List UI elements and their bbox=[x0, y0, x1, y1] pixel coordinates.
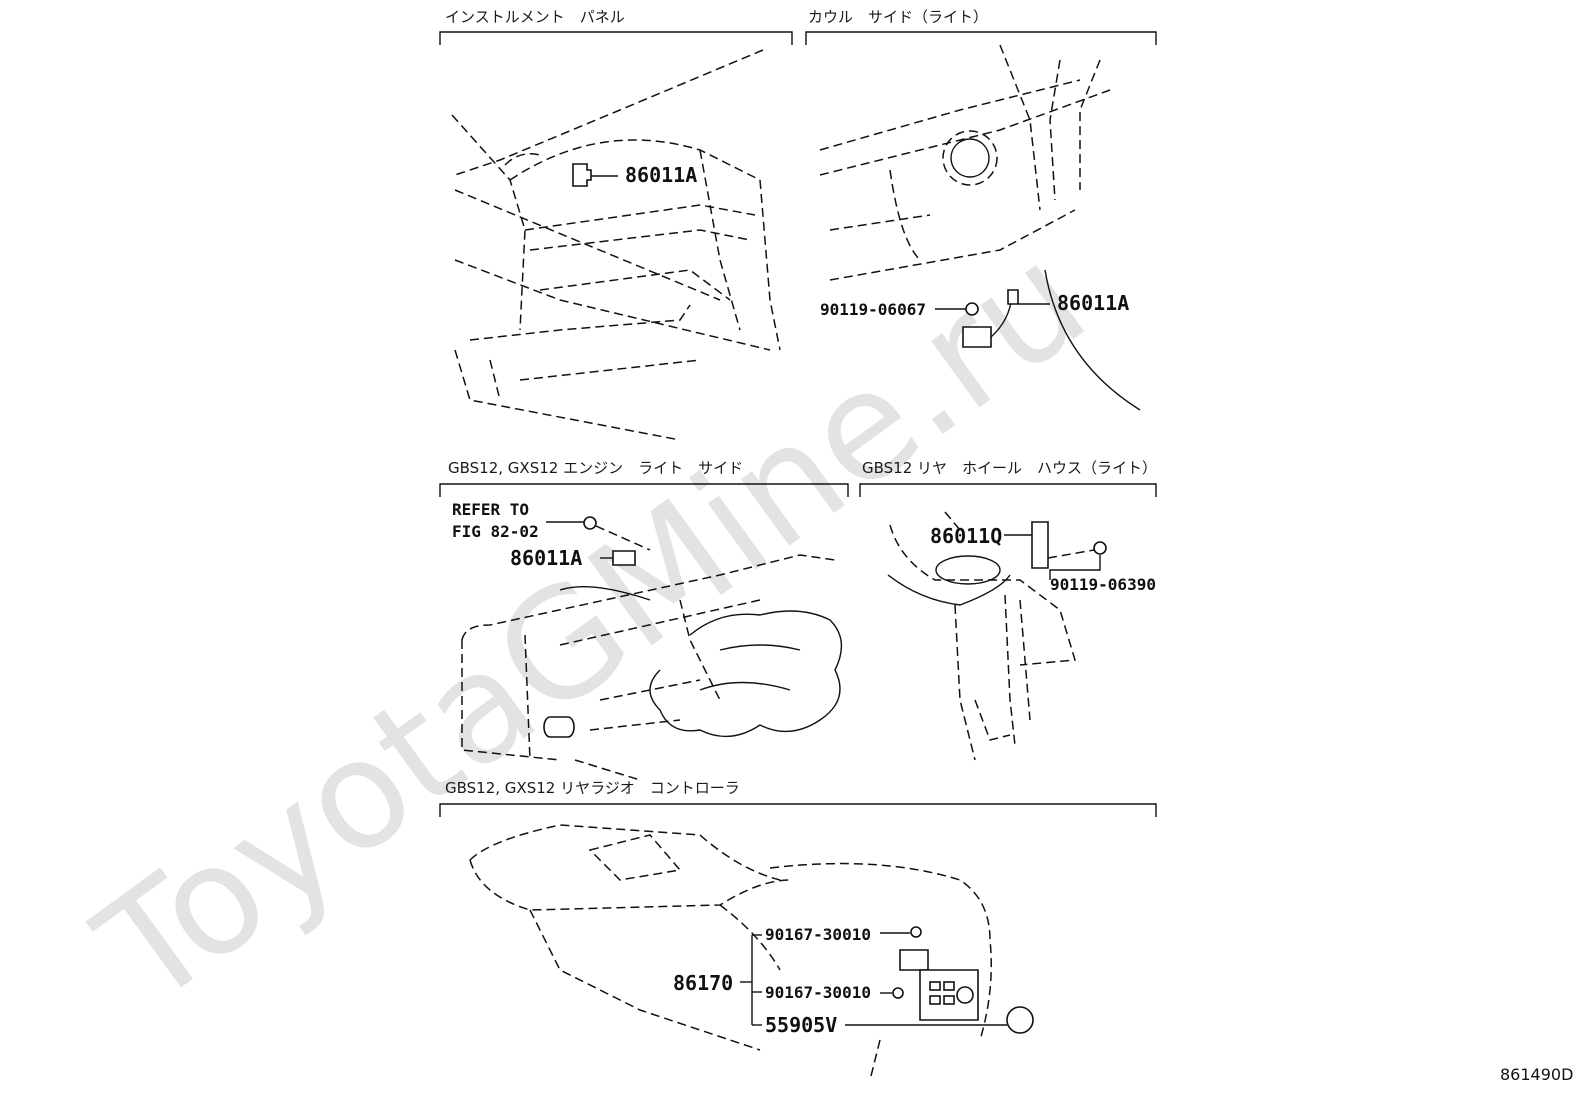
watermark: ToyotaGMine.ru bbox=[68, 212, 1116, 1040]
section-caption-cowl-side: カウル サイド（ライト） bbox=[808, 8, 988, 26]
sensor-part bbox=[962, 326, 992, 348]
bracket-part bbox=[899, 949, 929, 971]
part-number-label: 86011Q bbox=[930, 524, 1002, 548]
part-number-label: 90119-06390 bbox=[1050, 575, 1156, 594]
section-bracket-rear-wheel-house bbox=[859, 483, 1157, 497]
part-number-label: 86011A bbox=[625, 163, 697, 187]
refer-fig-label: FIG 82-02 bbox=[452, 522, 539, 541]
part-number-label: 90119-06067 bbox=[820, 300, 926, 319]
bolt-icon bbox=[1093, 541, 1107, 555]
part-number-label: 90167-30010 bbox=[765, 983, 871, 1002]
section-bracket-instrument-panel bbox=[439, 31, 793, 45]
part-number-label: 86011A bbox=[1057, 291, 1129, 315]
connector-part bbox=[1007, 289, 1019, 305]
assembly-line bbox=[1047, 549, 1095, 559]
section-bracket-cowl-side bbox=[805, 31, 1157, 45]
button-icon bbox=[929, 995, 941, 1005]
console-illustration bbox=[469, 824, 992, 1081]
button-icon bbox=[943, 981, 955, 991]
knob-icon bbox=[1006, 1006, 1034, 1034]
part-number-label: 55905V bbox=[765, 1013, 837, 1037]
cowl-side-illustration bbox=[819, 44, 1141, 411]
screw-icon bbox=[892, 987, 904, 999]
instrument-panel-illustration bbox=[451, 49, 781, 441]
knob-icon bbox=[956, 986, 974, 1004]
part-number-label: 90167-30010 bbox=[765, 925, 871, 944]
refer-to-label: REFER TO bbox=[452, 500, 529, 519]
section-caption-engine-side: GBS12, GXS12 エンジン ライト サイド bbox=[448, 459, 743, 477]
sensor-part bbox=[1031, 521, 1049, 569]
connector-part bbox=[572, 163, 592, 187]
engine-illustration bbox=[461, 554, 843, 781]
button-icon bbox=[929, 981, 941, 991]
screw-icon bbox=[965, 302, 979, 316]
section-bracket-engine-side bbox=[439, 483, 849, 497]
section-caption-rear-wheel-house: GBS12 リヤ ホイール ハウス（ライト） bbox=[862, 459, 1157, 477]
part-number-label: 86170 bbox=[673, 971, 733, 995]
section-bracket-rear-radio bbox=[439, 803, 1157, 817]
sensor-part bbox=[612, 550, 636, 566]
part-number-label: 86011A bbox=[510, 546, 582, 570]
screw-icon bbox=[910, 926, 922, 938]
section-caption-instrument-panel: インストルメント パネル bbox=[445, 8, 625, 26]
wheel-house-illustration bbox=[887, 511, 1076, 761]
figure-code: 861490D bbox=[1500, 1065, 1573, 1084]
button-icon bbox=[943, 995, 955, 1005]
section-caption-rear-radio: GBS12, GXS12 リヤラジオ コントローラ bbox=[445, 779, 740, 797]
leader-line bbox=[1049, 555, 1101, 580]
assembly-line bbox=[595, 525, 651, 551]
nut-icon bbox=[583, 516, 597, 530]
